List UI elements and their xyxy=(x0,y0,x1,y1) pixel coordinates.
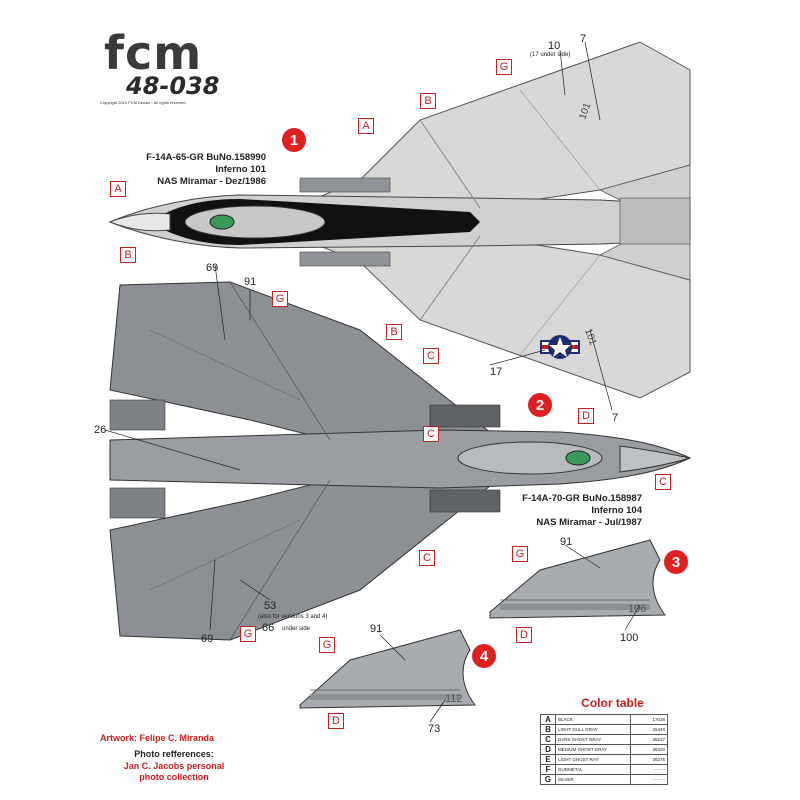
decal-note-53: (also for versions 3 and 4) xyxy=(258,614,328,620)
decal-number-91: 91 xyxy=(244,276,257,288)
callout-d: D xyxy=(516,627,532,643)
photo-references-heading: Photo refferences: xyxy=(134,749,214,759)
callout-g: G xyxy=(272,291,288,307)
callout-g: G xyxy=(319,637,335,653)
leader-lines xyxy=(104,41,641,723)
version-badge-4: 4 xyxy=(472,644,496,668)
decal-number-91: 91 xyxy=(560,536,573,548)
color-table-title: Color table xyxy=(581,696,644,710)
callout-g: G xyxy=(496,59,512,75)
callout-g: G xyxy=(240,626,256,642)
decal-number-66: 66 xyxy=(262,622,275,634)
svg-text:112: 112 xyxy=(445,693,463,705)
svg-text:106: 106 xyxy=(628,603,646,615)
callout-d: D xyxy=(328,713,344,729)
callout-c: C xyxy=(419,550,435,566)
decal-number-7: 7 xyxy=(612,412,619,424)
callout-d: D xyxy=(578,408,594,424)
photo-source: Jan C. Jacobs personal photo collection xyxy=(123,761,225,782)
aircraft-2-label: F-14A-70-GR BuNo.158987 Inferno 104 NAS … xyxy=(522,493,642,528)
fcm-logo: fcm 48-038 Copyright 2010 FCM Decals - A… xyxy=(100,28,240,108)
wing-detail-4: 112 xyxy=(299,629,476,709)
decal-number-26: 26 xyxy=(94,424,107,436)
aircraft-1-topview: 101 101 xyxy=(108,41,691,399)
callout-c: C xyxy=(655,474,671,490)
decal-number-100: 100 xyxy=(620,632,639,644)
aircraft-2-underview xyxy=(109,281,692,641)
logo-brand: fcm xyxy=(104,26,203,80)
logo-code: 48-038 xyxy=(126,72,220,100)
artwork-credit: Artwork: Felipe C. Miranda xyxy=(100,733,215,743)
decal-number-91: 91 xyxy=(370,623,383,635)
decal-note-17-under: (17 under side) xyxy=(530,52,571,58)
aircraft-1-label: F-14A-65-GR BuNo.158990 Inferno 101 NAS … xyxy=(146,152,266,187)
callout-b: B xyxy=(420,93,436,109)
decal-note-66: under side xyxy=(282,626,311,632)
logo-copyright: Copyright 2010 FCM Decals - All rights r… xyxy=(100,100,186,105)
decal-number-73: 73 xyxy=(428,723,441,735)
version-badge-2: 2 xyxy=(528,393,552,417)
wing-detail-3: 106 xyxy=(489,539,666,619)
callout-b: B xyxy=(386,324,402,340)
callout-a: A xyxy=(358,118,374,134)
decal-number-69: 69 xyxy=(206,262,219,274)
credits: Artwork: Felipe C. Miranda Photo reffere… xyxy=(100,733,240,783)
callout-a: A xyxy=(110,181,126,197)
version-badge-1: 1 xyxy=(282,128,306,152)
callout-b: B xyxy=(120,247,136,263)
decal-number-53: 53 xyxy=(264,600,277,612)
decal-number-17: 17 xyxy=(490,366,503,378)
callout-c: C xyxy=(423,426,439,442)
decal-number-69: 69 xyxy=(201,633,214,645)
decal-number-7: 7 xyxy=(580,33,587,45)
decal-number-10: 10 xyxy=(548,40,561,52)
version-badge-3: 3 xyxy=(664,550,688,574)
callout-g: G xyxy=(512,546,528,562)
callout-c: C xyxy=(423,348,439,364)
